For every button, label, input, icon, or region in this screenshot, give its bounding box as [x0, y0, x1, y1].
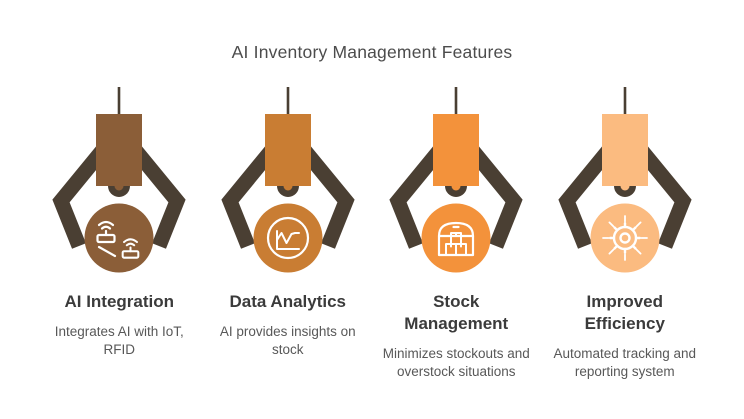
feature-circle	[421, 203, 491, 273]
claw-body	[96, 114, 143, 186]
claw-body	[433, 114, 480, 186]
feature-title: Improved Efficiency	[584, 292, 665, 334]
feature-column-data-analytics: Data Analytics AI provides insights on s…	[204, 85, 373, 382]
claw-arm-left	[558, 146, 614, 249]
claw-machine-graphic	[389, 87, 523, 273]
feature-description: Minimizes stockouts and overstock situat…	[382, 346, 530, 380]
iot-devices-icon	[96, 220, 140, 259]
warehouse-icon	[438, 221, 475, 257]
feature-description: AI provides insights on stock	[219, 324, 356, 358]
feature-circle	[590, 203, 660, 273]
claw-arm-left	[221, 146, 277, 249]
page-title: AI Inventory Management Features	[231, 42, 513, 62]
gear-icon	[601, 215, 648, 261]
feature-column-stock-management: Stock Management Minimizes stockouts and…	[372, 85, 541, 382]
feature-title: AI Integration	[64, 292, 175, 311]
feature-description: Integrates AI with IoT, RFID	[54, 324, 184, 358]
rope	[454, 87, 458, 115]
rope	[623, 87, 627, 115]
feature-circle	[253, 203, 323, 273]
feature-title: Stock Management	[404, 292, 509, 334]
claw-arm-right	[298, 146, 355, 249]
feature-column-ai-integration: AI Integration Integrates AI with IoT, R…	[35, 85, 204, 382]
claw-arm-right	[130, 146, 186, 249]
claw-arm-left	[389, 146, 446, 249]
claw-body	[601, 114, 648, 186]
claw-machine-graphic	[558, 87, 692, 273]
claw-machine-graphic	[221, 87, 355, 273]
line-chart-icon	[266, 216, 309, 260]
feature-title: Data Analytics	[229, 292, 347, 311]
claw-arm-right	[467, 146, 523, 249]
claw-arm-left	[52, 146, 109, 249]
features-row: AI Integration Integrates AI with IoT, R…	[35, 85, 709, 382]
feature-circle	[84, 203, 154, 273]
feature-column-improved-efficiency: Improved Efficiency Automated tracking a…	[541, 85, 710, 382]
feature-description: Automated tracking and reporting system	[553, 346, 697, 380]
claw-machine-graphic	[52, 87, 186, 273]
rope	[117, 87, 121, 115]
claw-arm-right	[635, 146, 692, 249]
claw-body	[264, 114, 311, 186]
rope	[286, 87, 290, 115]
